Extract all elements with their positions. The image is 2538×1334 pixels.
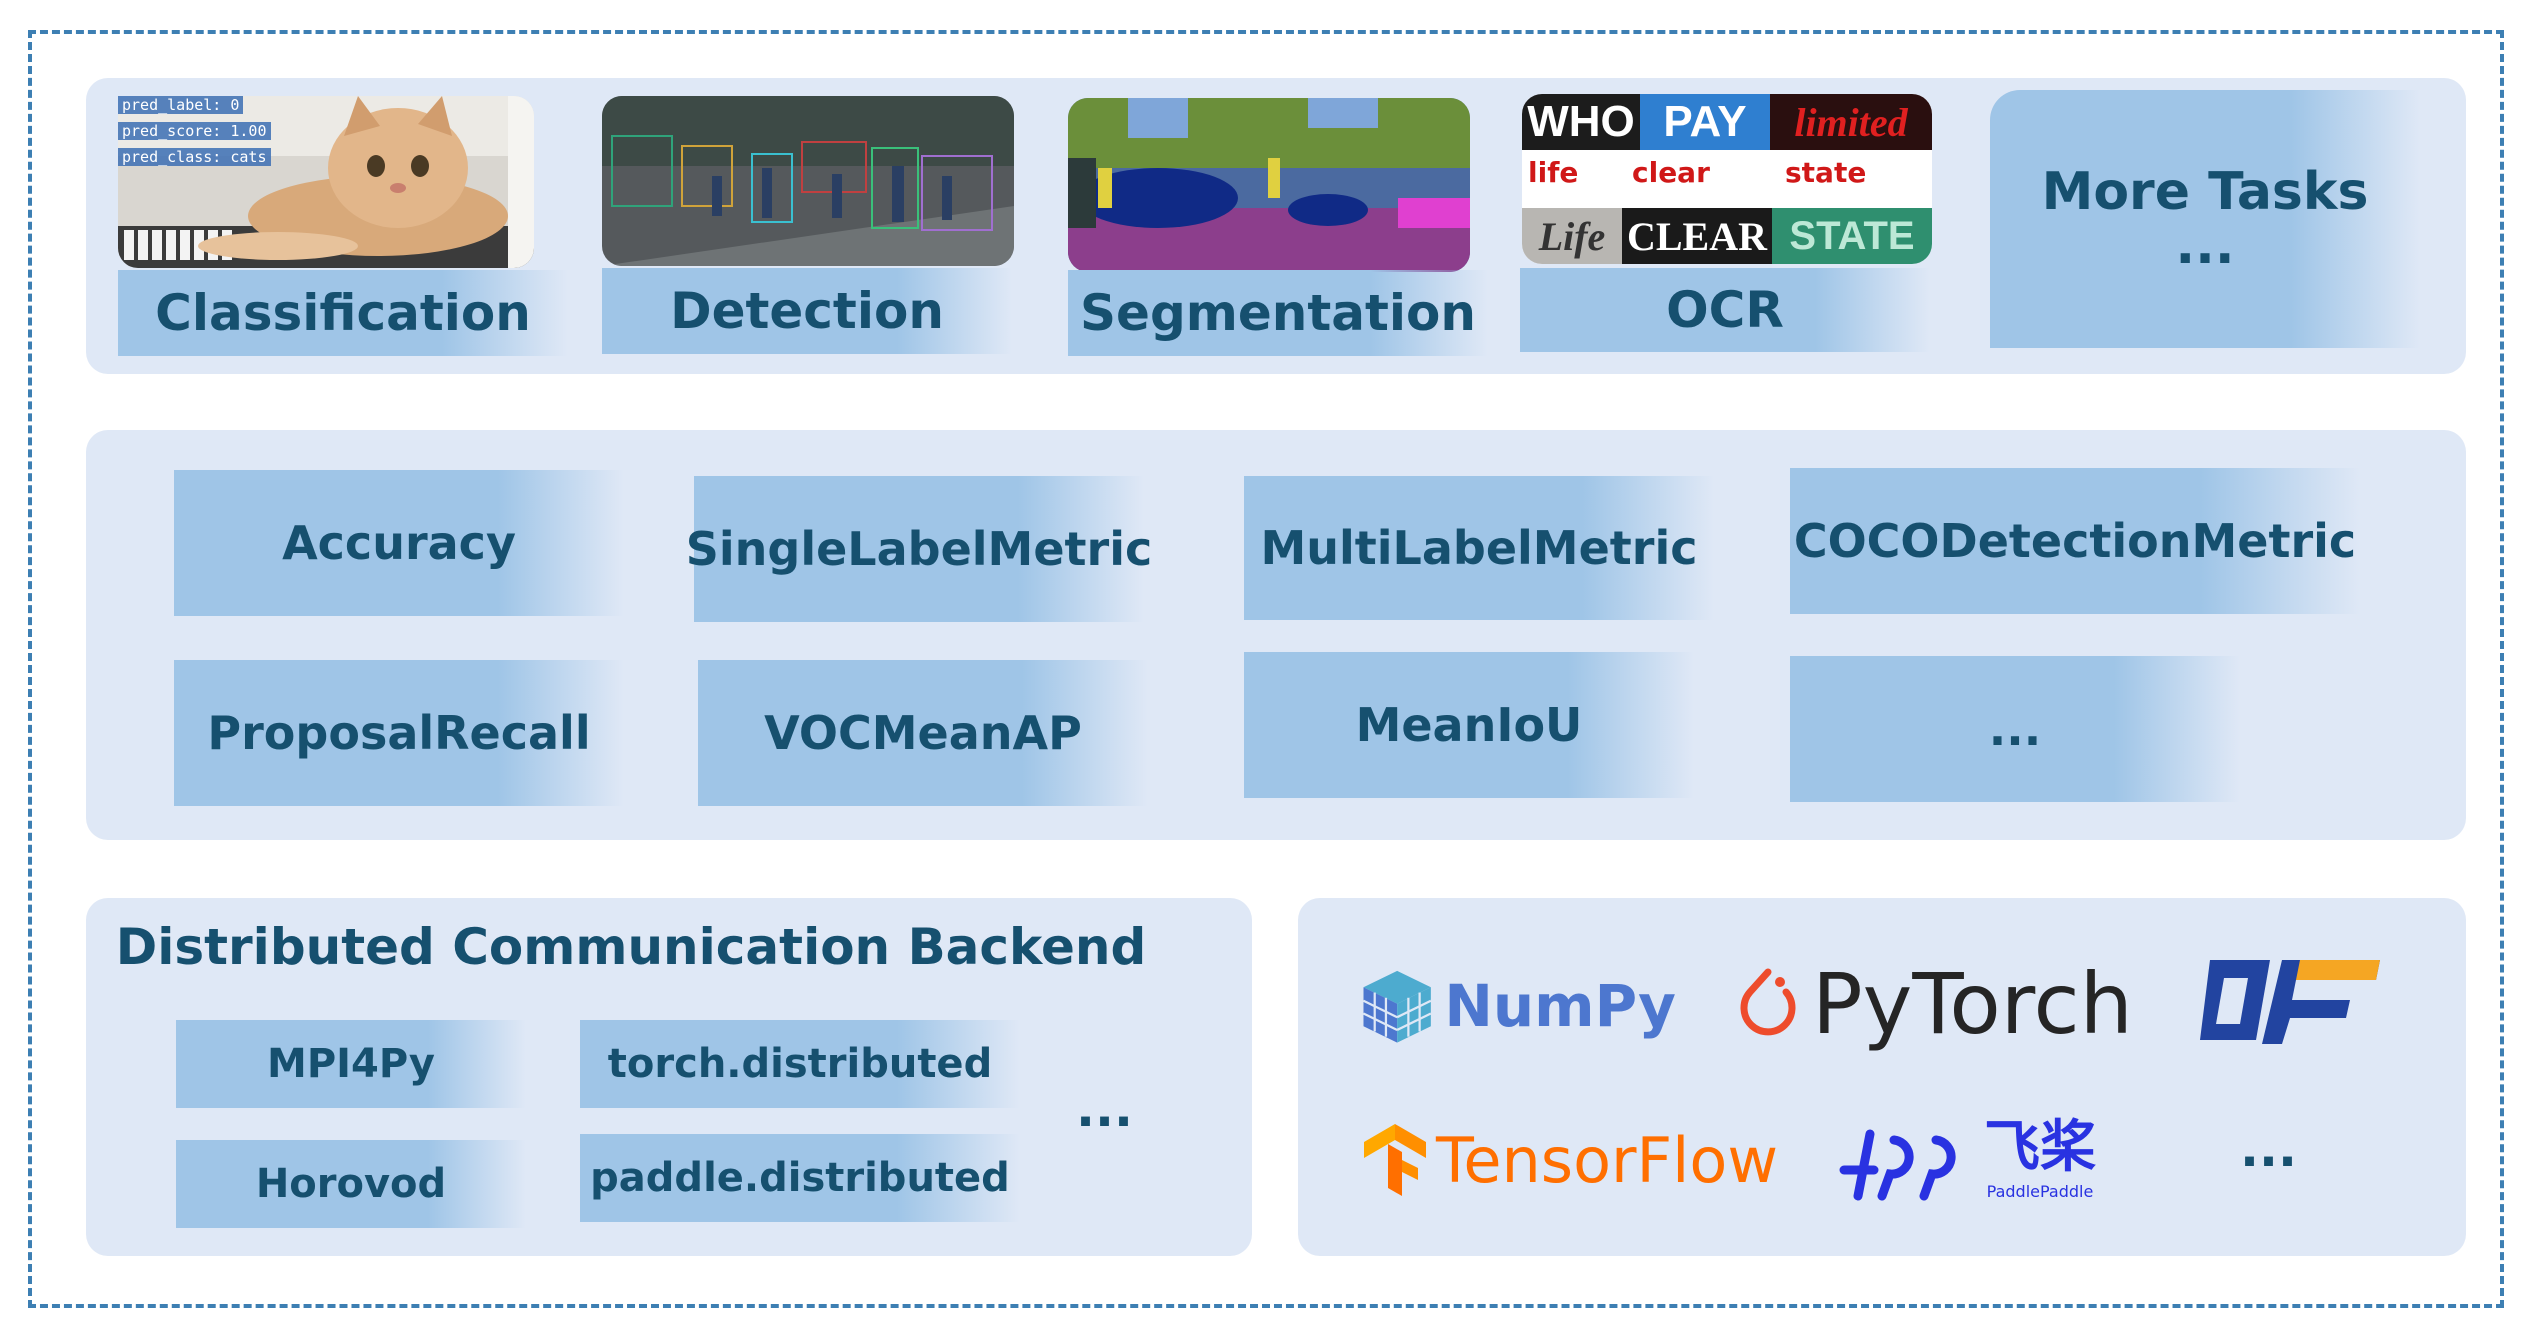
ocr-word: clear: [1632, 156, 1710, 189]
task-label-detection: Detection: [602, 268, 1012, 354]
ocr-word: CLEAR: [1622, 208, 1772, 264]
pytorch-flame-icon: [1740, 968, 1796, 1036]
pytorch-logo: PyTorch: [1738, 944, 2138, 1064]
overlay-line: pred_score: 1.00: [118, 122, 271, 140]
metric-voc-mean-ap: VOCMeanAP: [698, 660, 1148, 806]
paddle-text: 飞桨 PaddlePaddle: [1984, 1114, 2096, 1201]
metric-mean-iou: MeanIoU: [1244, 652, 1694, 798]
tensorflow-label: TensorFlow: [1436, 1123, 1779, 1197]
comm-mpi4py: MPI4Py: [176, 1020, 526, 1108]
ocr-image: WHO PAY limited life clear state Life CL…: [1522, 94, 1932, 264]
ocr-row-mid: life clear state: [1522, 156, 1932, 200]
comm-torch-distributed: torch.distributed: [580, 1020, 1020, 1108]
more-tasks-block: More Tasks ...: [1990, 90, 2420, 348]
outer-dashed-frame: [28, 30, 2504, 1308]
detection-image: [602, 96, 1014, 266]
oneflow-icon: [2200, 960, 2380, 1044]
more-tasks-ellipsis: ...: [2175, 216, 2235, 276]
metric-proposal-recall: ProposalRecall: [174, 660, 624, 806]
classification-overlay: pred_label: 0 pred_score: 1.00 pred_clas…: [118, 96, 271, 166]
paddle-label-en: PaddlePaddle: [1986, 1181, 2094, 1201]
comm-ellipsis: ...: [1076, 1080, 1133, 1138]
metric-single-label: SingleLabelMetric: [686, 476, 1152, 622]
ocr-row-top: WHO PAY limited: [1522, 94, 1932, 150]
numpy-cube-icon: [1362, 970, 1432, 1043]
task-label-segmentation: Segmentation: [1068, 270, 1488, 356]
overlay-line: pred_label: 0: [118, 96, 244, 114]
pytorch-label: PyTorch: [1812, 955, 2133, 1053]
numpy-logo: NumPy: [1356, 946, 1676, 1066]
ocr-word: WHO: [1522, 94, 1640, 150]
overlay-line: pred_class: cats: [118, 148, 271, 166]
tensorflow-icon: [1364, 1124, 1426, 1196]
segmentation-image: [1068, 98, 1470, 272]
ocr-row-bot: Life CLEAR STATE: [1522, 208, 1932, 264]
ocr-word: limited: [1770, 94, 1932, 150]
paddle-label-cn: 飞桨: [1984, 1114, 2096, 1180]
paddle-icon: [1839, 1129, 1956, 1201]
comm-horovod: Horovod: [176, 1140, 526, 1228]
ocr-word: life: [1528, 156, 1579, 189]
ocr-word: STATE: [1772, 208, 1932, 264]
more-tasks-label: More Tasks: [2041, 162, 2369, 222]
oneflow-logo: OF: [2190, 944, 2390, 1064]
ocr-word: PAY: [1640, 94, 1770, 150]
comm-paddle-distributed: paddle.distributed: [580, 1134, 1020, 1222]
task-label-classification: Classification: [118, 270, 568, 356]
frameworks-ellipsis: ...: [2240, 1120, 2297, 1178]
tensorflow-logo: TensorFlow: [1360, 1110, 1780, 1210]
metric-more: ...: [1790, 656, 2240, 802]
numpy-label: NumPy: [1444, 972, 1676, 1040]
ocr-word: Life: [1522, 208, 1622, 264]
metric-accuracy: Accuracy: [174, 470, 624, 616]
ocr-word: state: [1785, 156, 1867, 189]
metric-coco-detection: COCODetectionMetric: [1790, 468, 2360, 614]
paddle-logo: 飞桨 PaddlePaddle: [1830, 1100, 2110, 1220]
task-label-ocr: OCR: [1520, 268, 1930, 352]
metric-multi-label: MultiLabelMetric: [1244, 476, 1714, 620]
comm-title: Distributed Communication Backend: [115, 918, 1147, 976]
